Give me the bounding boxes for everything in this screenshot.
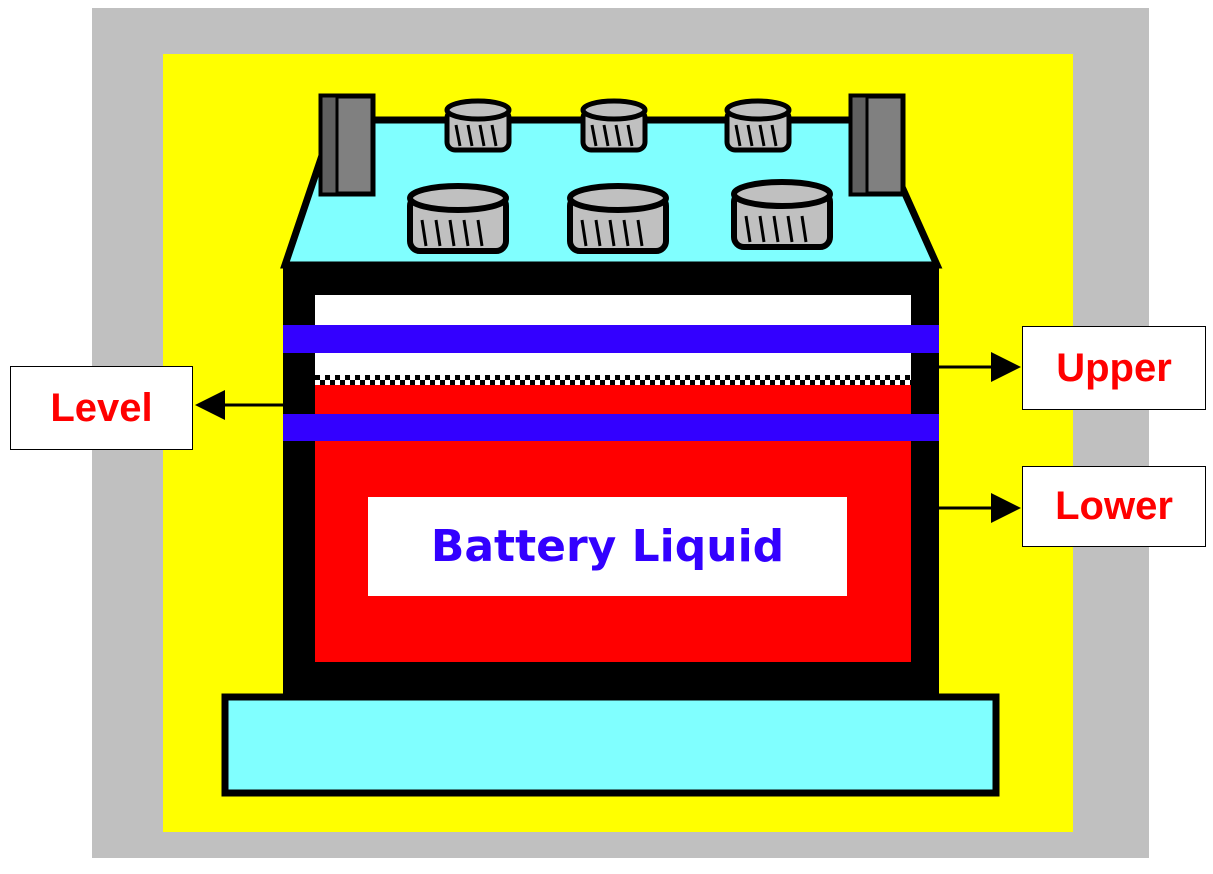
- level-label-box: Level: [10, 366, 193, 450]
- large-cap-icon: [731, 179, 833, 250]
- lower-label-box: Lower: [1022, 466, 1206, 547]
- battery-base: [221, 693, 1000, 797]
- upper-level-band: [283, 325, 939, 353]
- small-cap-icon: [724, 98, 792, 153]
- battery-liquid-label: Battery Liquid: [368, 497, 847, 596]
- liquid-surface: [315, 375, 911, 385]
- small-cap-icon: [444, 98, 512, 153]
- upper-label-box: Upper: [1022, 326, 1206, 410]
- lower-level-band: [283, 414, 939, 441]
- level-label: Level: [50, 385, 153, 430]
- upper-label: Upper: [1056, 345, 1172, 390]
- left-terminal-icon: [318, 93, 376, 197]
- lower-label: Lower: [1055, 484, 1173, 528]
- battery-liquid-text: Battery Liquid: [430, 521, 785, 572]
- small-cap-icon: [580, 98, 648, 153]
- large-cap-icon: [567, 183, 669, 254]
- large-cap-icon: [407, 183, 509, 254]
- right-terminal-icon: [848, 93, 906, 197]
